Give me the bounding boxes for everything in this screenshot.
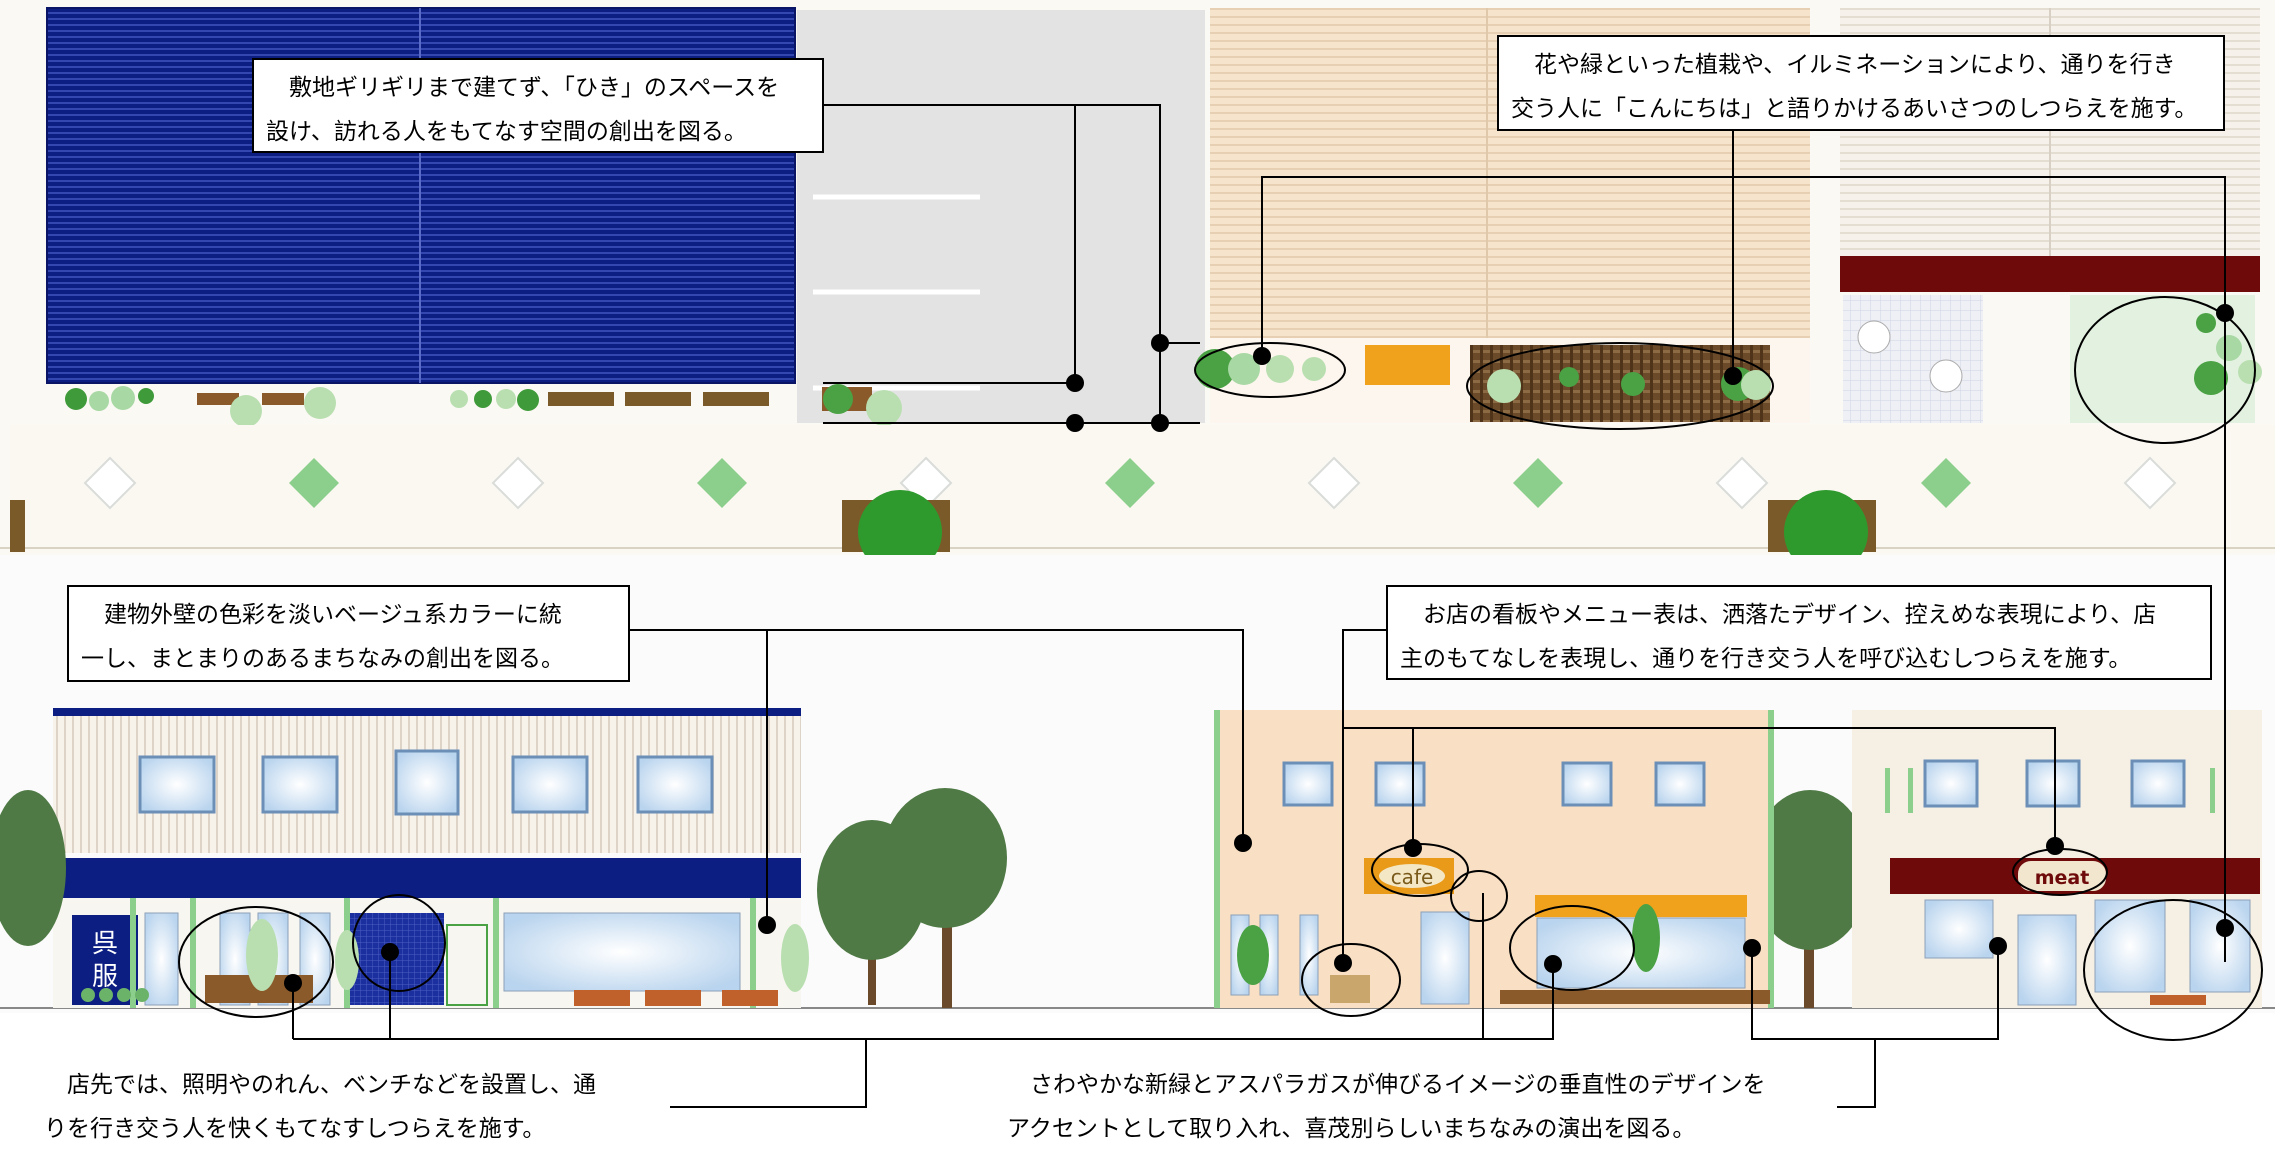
cafe-building — [1214, 710, 1774, 1008]
callout-hiki-space: 敷地ギリギリまで建てず、「ひき」のスペースを 設け、訪れる人をもてなす空間の創出… — [252, 58, 824, 153]
leader-dots — [284, 304, 2234, 992]
kimono-shop — [53, 708, 809, 1008]
callout-planting-line2: 交う人に「こんにちは」と語りかけるあいさつのしつらえを施す。 — [1511, 96, 2198, 122]
parking-lot — [797, 10, 1205, 423]
caption-storefront-line1: 店先では、照明やのれん、ベンチなどを設置し、通 — [67, 1072, 596, 1098]
gofuku-sign-char-2: 服 — [92, 962, 118, 992]
callout-facade-color-line1: 建物外壁の色彩を淡いベージュ系カラーに統 — [104, 602, 562, 628]
callout-signboard-line2: 主のもてなしを表現し、通りを行き交う人を呼び込むしつらえを施す。 — [1400, 646, 2132, 672]
callout-hiki-line1: 敷地ギリギリまで建てず、「ひき」のスペースを — [289, 75, 780, 101]
callout-facade-color: 建物外壁の色彩を淡いベージュ系カラーに統 一し、まとまりのあるまちなみの創出を図… — [67, 585, 630, 682]
callout-hiki-line2: 設け、訪れる人をもてなす空間の創出を図る。 — [266, 119, 747, 145]
gofuku-sign-char-1: 呉 — [92, 929, 118, 959]
meat-sign-text: meat — [2035, 867, 2090, 889]
callout-signboard-line1: お店の看板やメニュー表は、洒落たデザイン、控えめな表現により、店 — [1423, 602, 2157, 628]
meat-terrace-plan — [1843, 295, 1983, 423]
caption-asparagus-line1: さわやかな新緑とアスパラガスが伸びるイメージの垂直性のデザインを — [1030, 1072, 1766, 1098]
tree-left-edge — [0, 790, 66, 946]
street-trees — [817, 788, 1870, 1008]
plan-plants — [65, 313, 2262, 427]
callout-signboard: お店の看板やメニュー表は、洒落たデザイン、控えめな表現により、店 主のもてなしを… — [1386, 585, 2212, 680]
meat-awning-plan — [1840, 256, 2260, 292]
callout-planting: 花や緑といった植栽や、イルミネーションにより、通りを行き 交う人に「こんにちは」… — [1497, 35, 2225, 131]
caption-asparagus: さわやかな新緑とアスパラガスが伸びるイメージの垂直性のデザインを アクセントとし… — [1007, 1063, 1837, 1151]
callout-facade-color-line2: 一し、まとまりのあるまちなみの創出を図る。 — [81, 646, 564, 672]
leader-lines — [292, 104, 2226, 1108]
sidewalk-pavers — [0, 425, 2275, 574]
highlight-ellipses — [178, 296, 2263, 1041]
callout-planting-line1: 花や緑といった植栽や、イルミネーションにより、通りを行き — [1534, 52, 2176, 78]
caption-storefront: 店先では、照明やのれん、ベンチなどを設置し、通 りを行き交う人を快くもてなすしつ… — [44, 1063, 664, 1151]
cafe-sign-text: cafe — [1391, 865, 1434, 889]
meat-building — [1852, 710, 2262, 1008]
caption-asparagus-line2: アクセントとして取り入れ、喜茂別らしいまちなみの演出を図る。 — [1007, 1116, 1696, 1142]
caption-storefront-line2: りを行き交う人を快くもてなすしつらえを施す。 — [44, 1116, 546, 1142]
cafe-awning-plan — [1365, 345, 1450, 385]
